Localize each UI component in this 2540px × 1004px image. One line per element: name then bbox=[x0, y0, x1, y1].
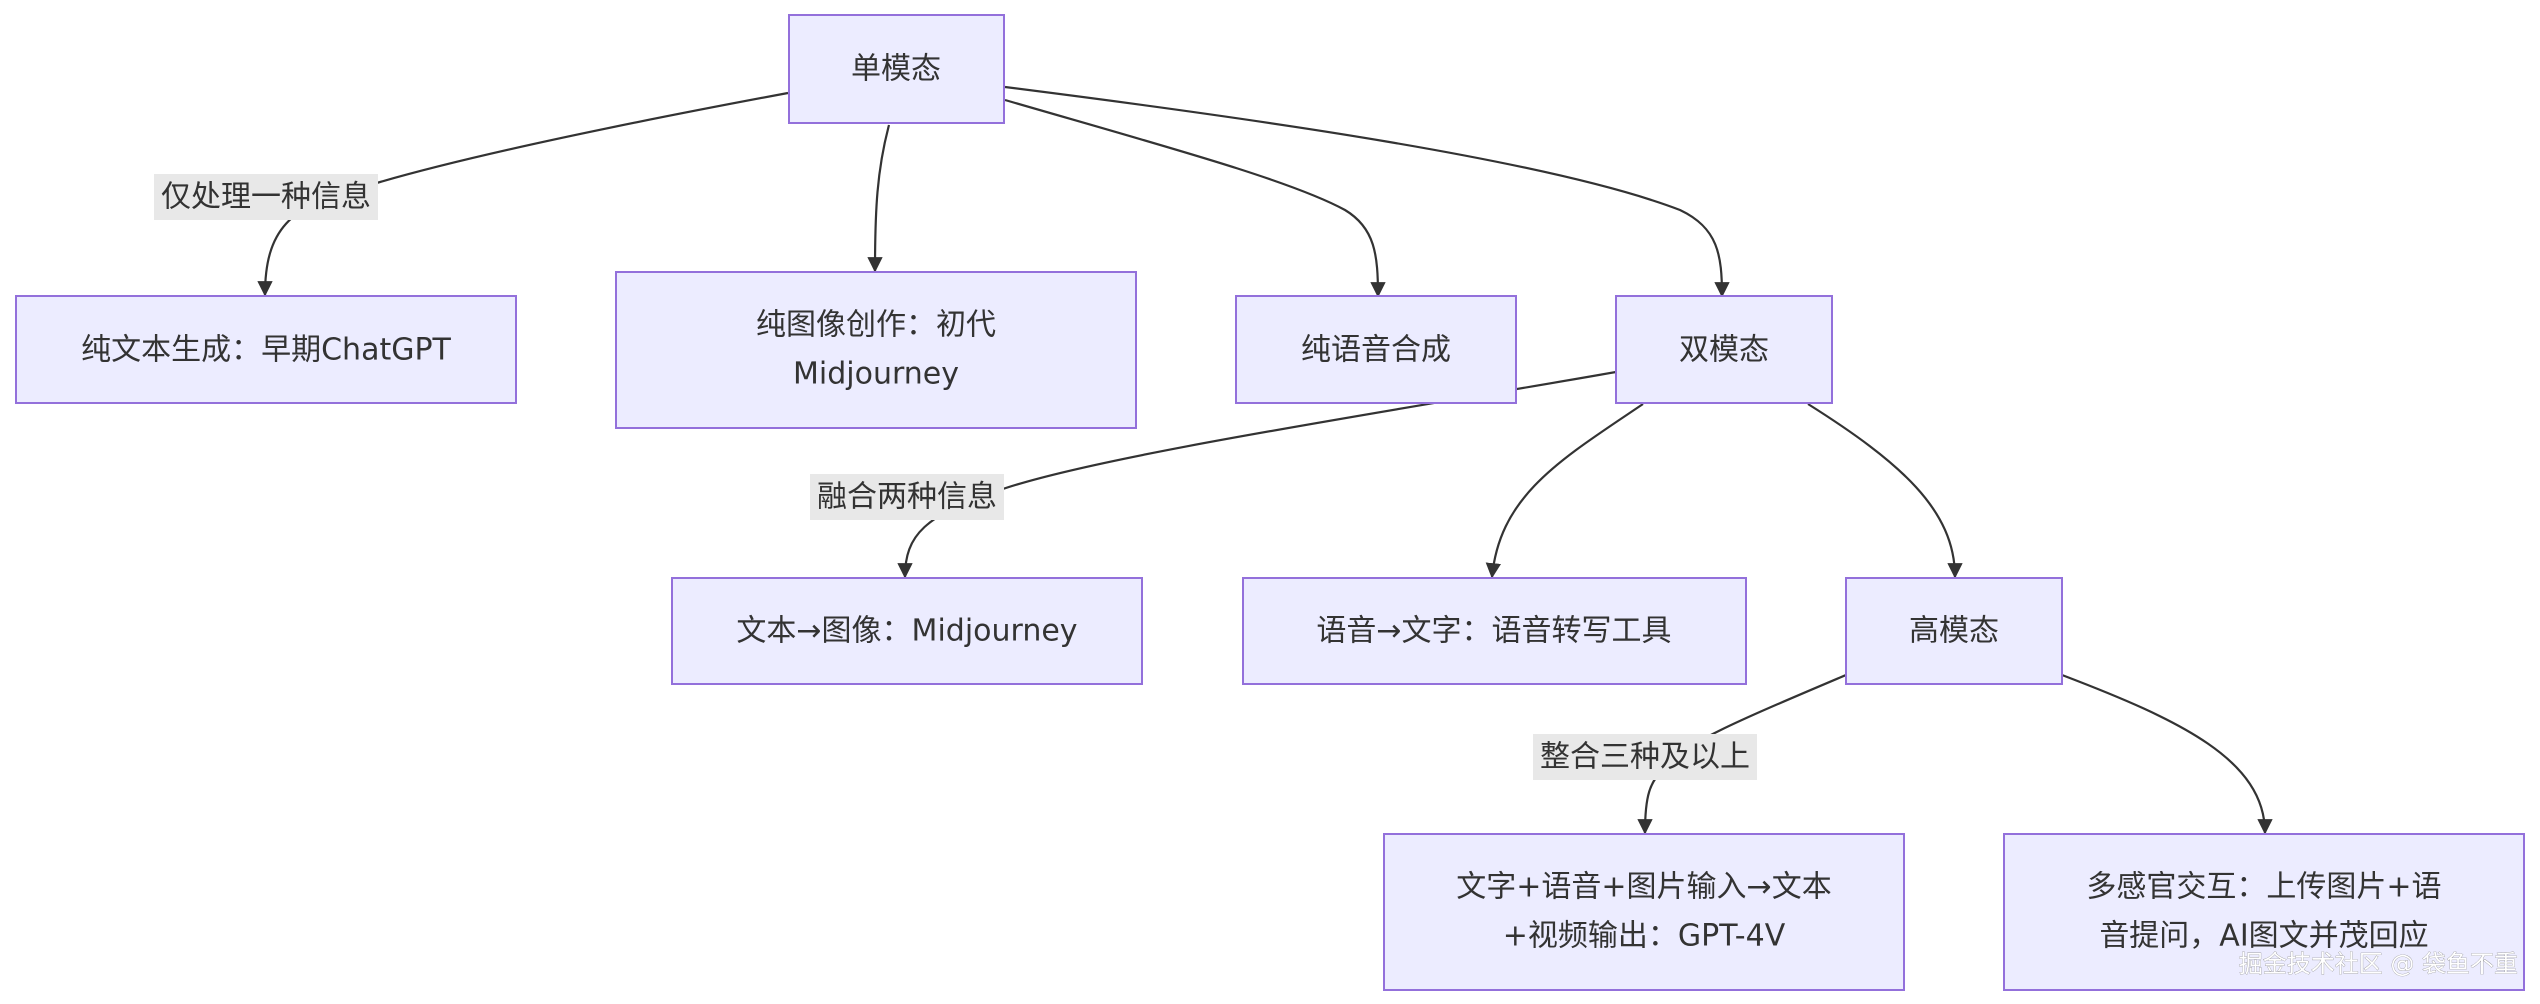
edge-label-three-plus: 整合三种及以上 bbox=[1533, 734, 1757, 780]
svg-text:高模态: 高模态 bbox=[1909, 614, 1999, 649]
edge-high-to-multi-sense bbox=[2061, 673, 2273, 835]
svg-text:单模态: 单模态 bbox=[851, 52, 941, 87]
svg-text:音提问，AI图文并茂回应: 音提问，AI图文并茂回应 bbox=[2099, 919, 2428, 954]
svg-text:仅处理一种信息: 仅处理一种信息 bbox=[161, 180, 371, 215]
svg-text:纯语音合成: 纯语音合成 bbox=[1301, 333, 1451, 368]
svg-text:文本→图像：Midjourney: 文本→图像：Midjourney bbox=[736, 614, 1077, 649]
edge-label-one-type: 仅处理一种信息 bbox=[154, 174, 378, 220]
edges bbox=[257, 85, 2273, 835]
edge-dual-to-voice-text bbox=[1485, 403, 1644, 579]
svg-text:多感官交互：上传图片+语: 多感官交互：上传图片+语 bbox=[2086, 870, 2441, 905]
node-pure-voice: 纯语音合成 bbox=[1235, 295, 1517, 404]
svg-text:Midjourney: Midjourney bbox=[793, 357, 959, 392]
node-single-modal: 单模态 bbox=[788, 14, 1005, 124]
node-text-to-image: 文本→图像：Midjourney bbox=[671, 577, 1143, 685]
svg-text:融合两种信息: 融合两种信息 bbox=[817, 480, 997, 515]
edge-single-to-dual bbox=[1004, 85, 1730, 298]
svg-text:语音→文字：语音转写工具: 语音→文字：语音转写工具 bbox=[1316, 614, 1671, 649]
node-multi-input: 文字+语音+图片输入→文本 +视频输出：GPT-4V bbox=[1383, 833, 1905, 991]
svg-text:双模态: 双模态 bbox=[1679, 333, 1769, 368]
svg-text:纯文本生成：早期ChatGPT: 纯文本生成：早期ChatGPT bbox=[81, 333, 451, 368]
node-voice-to-text: 语音→文字：语音转写工具 bbox=[1242, 577, 1747, 685]
node-dual-modal: 双模态 bbox=[1615, 295, 1833, 404]
watermark-text: 掘金技术社区 @ 袋鱼不重 bbox=[2239, 950, 2518, 978]
svg-text:纯图像创作：初代: 纯图像创作：初代 bbox=[756, 308, 996, 343]
edge-single-to-pure-text bbox=[257, 91, 789, 297]
edge-single-to-pure-image bbox=[867, 124, 891, 273]
node-multi-sense: 多感官交互：上传图片+语 音提问，AI图文并茂回应 bbox=[2003, 833, 2525, 991]
edge-label-two-types: 融合两种信息 bbox=[810, 474, 1004, 520]
node-pure-text: 纯文本生成：早期ChatGPT bbox=[15, 295, 517, 404]
svg-text:文字+语音+图片输入→文本: 文字+语音+图片输入→文本 bbox=[1456, 870, 1831, 905]
svg-text:+视频输出：GPT-4V: +视频输出：GPT-4V bbox=[1503, 919, 1786, 954]
svg-text:整合三种及以上: 整合三种及以上 bbox=[1540, 740, 1750, 775]
node-pure-image: 纯图像创作：初代 Midjourney bbox=[615, 271, 1137, 429]
edge-dual-to-high bbox=[1807, 403, 1963, 579]
edge-single-to-pure-voice bbox=[1004, 98, 1386, 298]
node-high-modal: 高模态 bbox=[1845, 577, 2063, 685]
